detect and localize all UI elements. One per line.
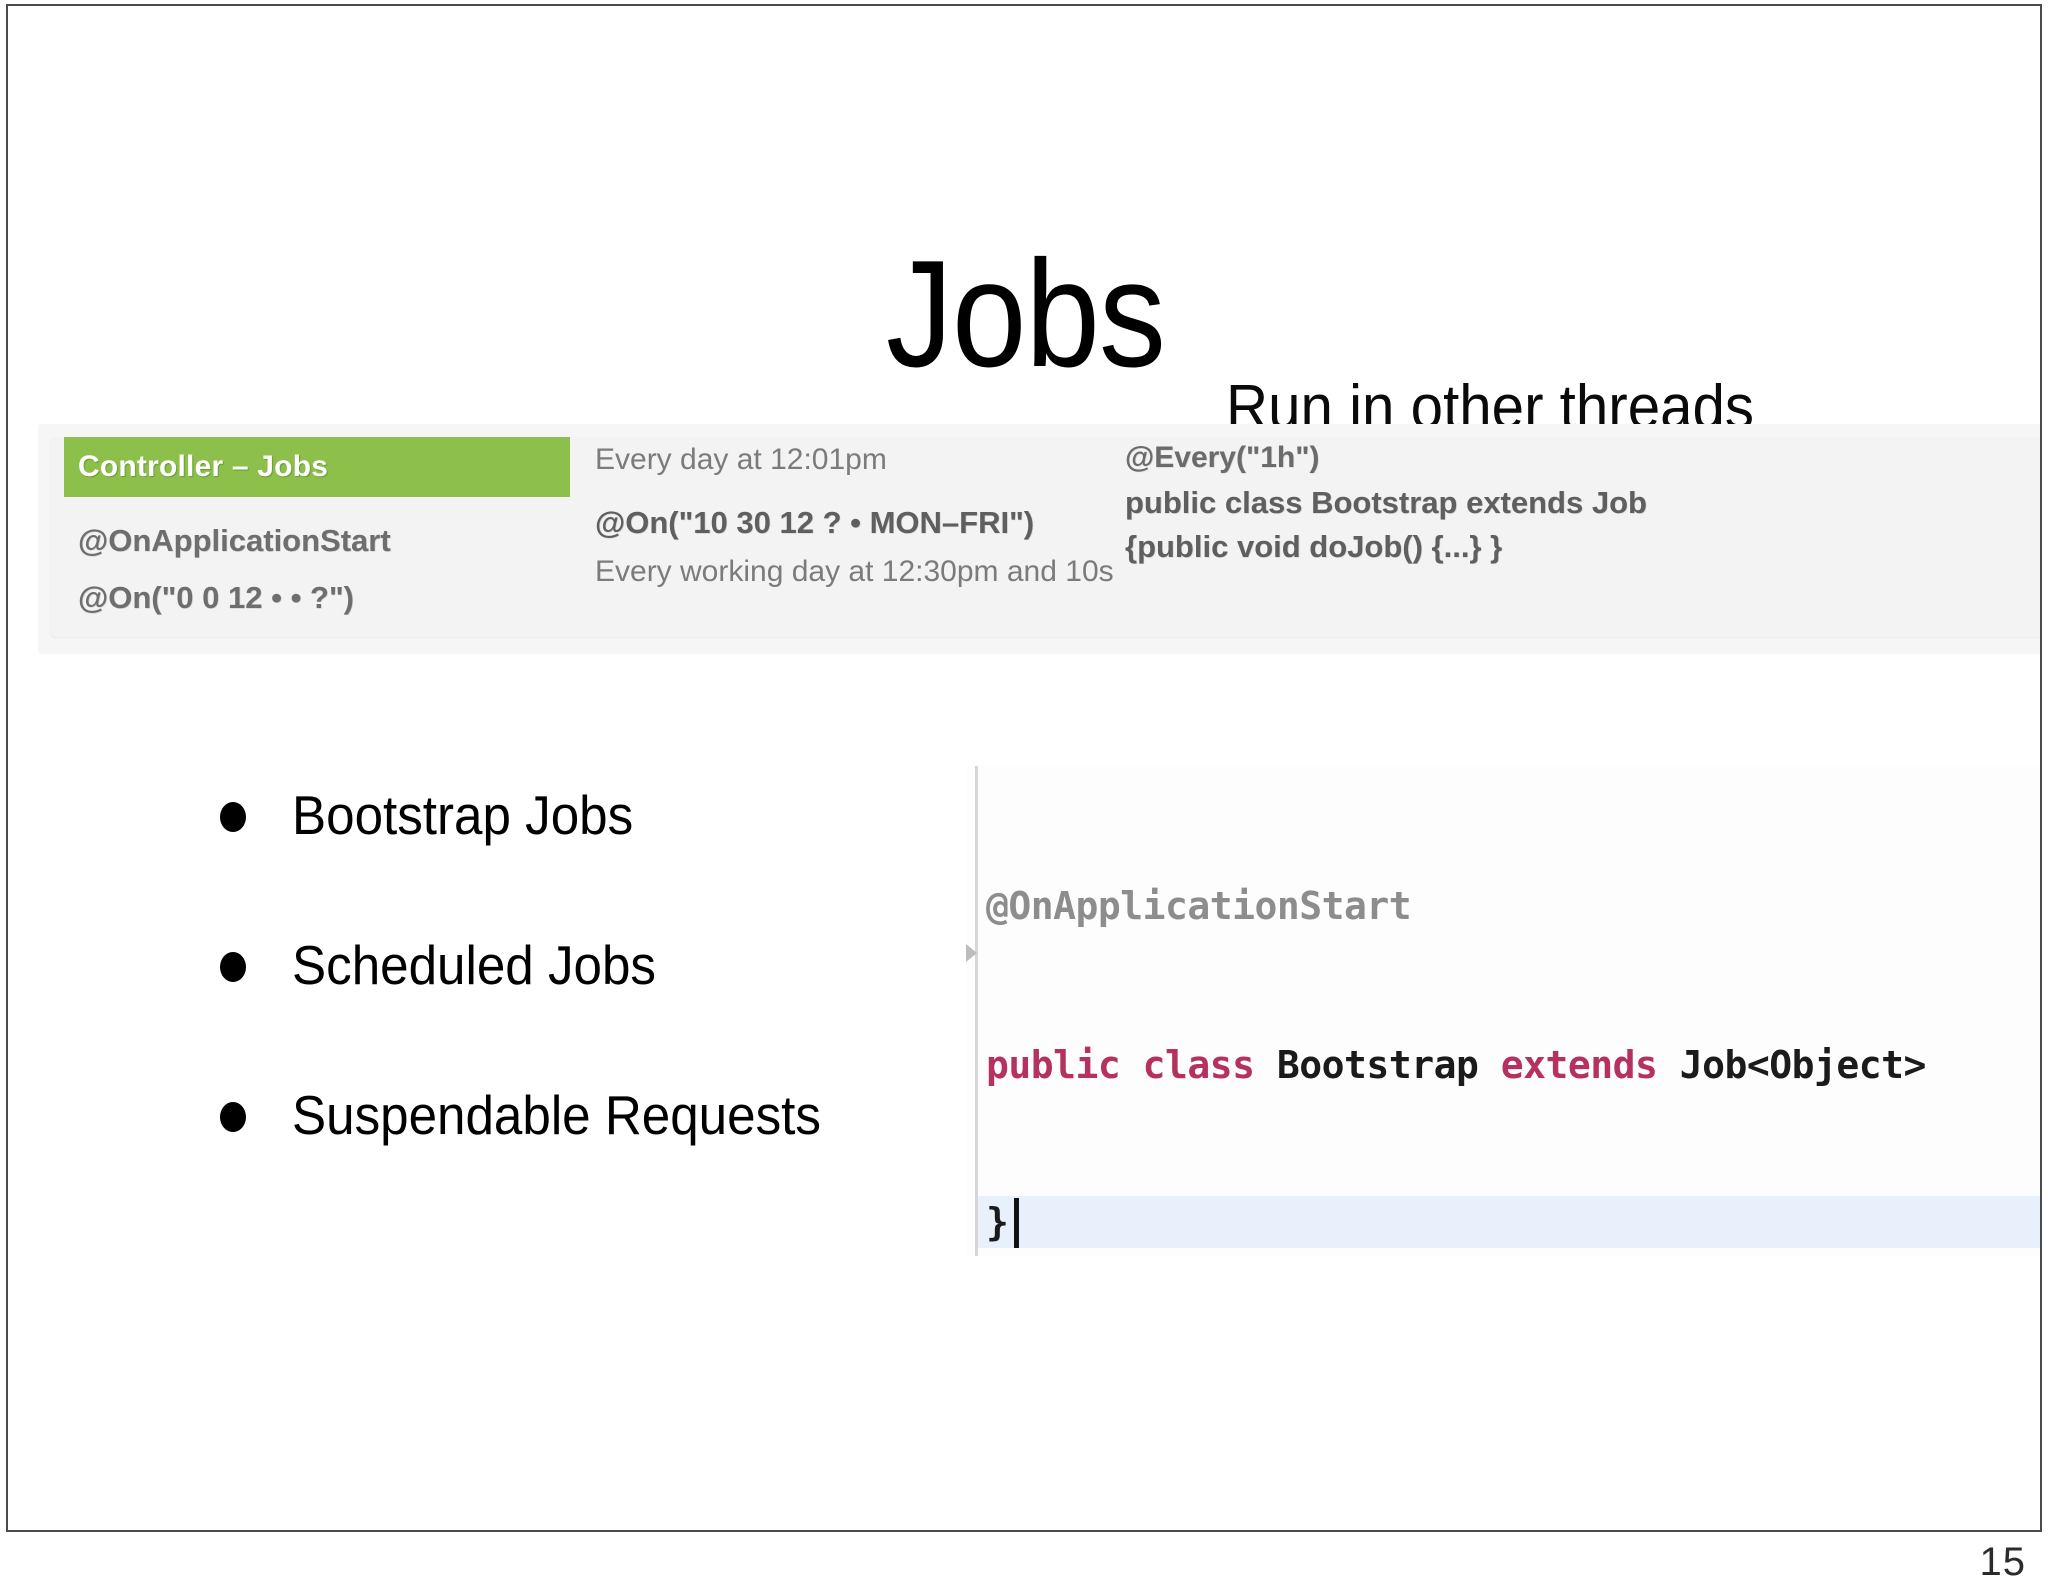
code-line: public class Bootstrap extends Job<Objec… (986, 1039, 1926, 1092)
bullet-label: Bootstrap Jobs (292, 784, 634, 846)
bullet-dot-icon (220, 1102, 246, 1132)
doc-column-header: Controller – Jobs (64, 437, 570, 497)
code-fold-arrow-icon (966, 944, 977, 962)
editor-current-line-highlight (978, 1196, 2040, 1248)
bullet-label: Suspendable Requests (292, 1084, 821, 1146)
page-title: Jobs (886, 229, 1166, 399)
doc-line: @On("10 30 12 ? • MON–FRI") (595, 505, 1035, 540)
slide-canvas: Jobs Run in other threads Controller – J… (6, 4, 2042, 1532)
page-number: 15 (1979, 1540, 2026, 1584)
documentation-card: Controller – Jobs @OnApplicationStart @O… (50, 437, 2040, 637)
doc-line: @OnApplicationStart (78, 523, 391, 558)
doc-line: @Every("1h") (1125, 441, 1320, 474)
doc-line: {public void doJob() {...} } (1125, 529, 1503, 564)
bullet-dot-icon (220, 802, 246, 832)
documentation-strip: Controller – Jobs @OnApplicationStart @O… (38, 424, 2040, 654)
bullet-list: Bootstrap Jobs Scheduled Jobs Suspendabl… (220, 776, 940, 1226)
list-item: Scheduled Jobs (220, 926, 940, 1076)
code-line: @OnApplicationStart (986, 880, 1926, 933)
code-identifier: Bootstrap (1254, 1043, 1501, 1087)
code-block: @OnApplicationStart public class Bootstr… (982, 774, 1926, 1256)
code-keyword: extends (1500, 1043, 1658, 1087)
code-line: } (986, 1200, 1009, 1244)
doc-line: Every day at 12:01pm (595, 443, 887, 476)
text-caret (1014, 1198, 1019, 1248)
code-editor-screenshot: @OnApplicationStart public class Bootstr… (966, 766, 2040, 1256)
editor-gutter-line (975, 766, 978, 1256)
code-type: Job<Object> (1657, 1043, 1927, 1087)
code-annotation: @OnApplicationStart (986, 884, 1412, 928)
bullet-dot-icon (220, 952, 246, 982)
bullet-label: Scheduled Jobs (292, 934, 657, 996)
doc-column-controller: Controller – Jobs @OnApplicationStart @O… (64, 437, 584, 613)
title-row: Jobs Run in other threads (8, 126, 2040, 439)
doc-line: Every working day at 12:30pm and 10s (595, 555, 1114, 588)
doc-line: @On("0 0 12 • • ?") (78, 580, 354, 615)
doc-line: public class Bootstrap extends Job (1125, 485, 1647, 520)
code-keyword: public class (986, 1043, 1255, 1087)
list-item: Bootstrap Jobs (220, 776, 940, 926)
list-item: Suspendable Requests (220, 1076, 940, 1226)
